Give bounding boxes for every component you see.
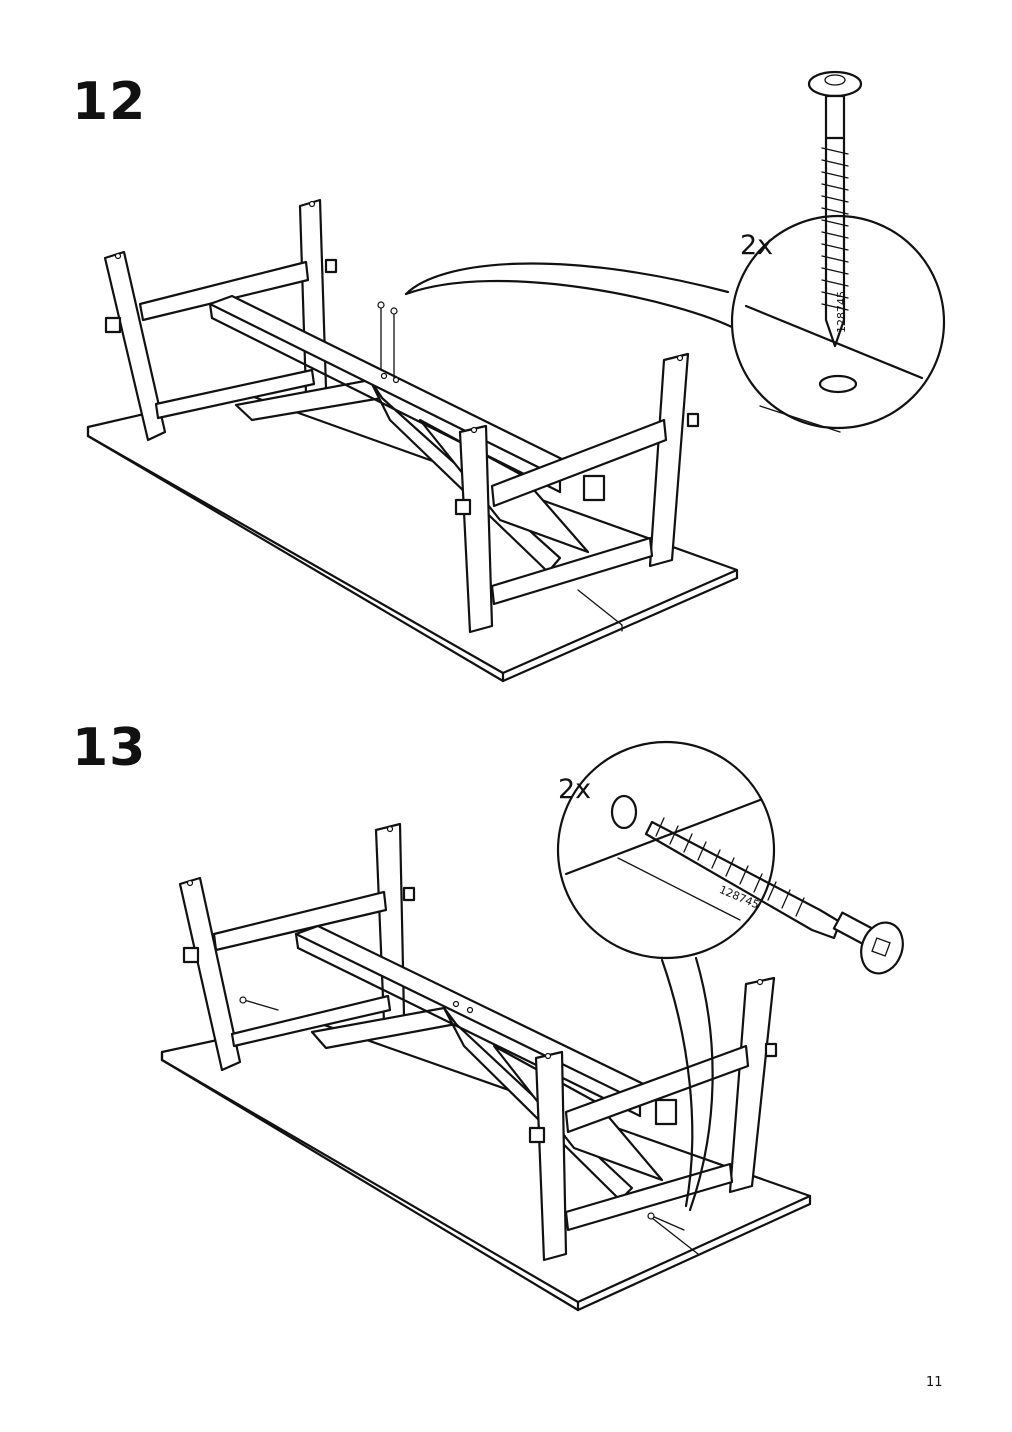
quantity-label: 2x	[740, 230, 774, 261]
screw-pair	[239, 996, 685, 1231]
screw-icon	[807, 70, 863, 348]
tabletop	[86, 390, 739, 683]
screw-icon	[644, 817, 904, 975]
quantity-label: 2x	[558, 774, 592, 805]
detail-callout	[404, 70, 946, 433]
long-beam	[294, 924, 662, 1118]
detail-callout	[556, 740, 904, 1212]
front-frame	[528, 976, 778, 1262]
long-beam	[208, 294, 582, 494]
front-frame	[454, 352, 700, 634]
step-number-13: 13	[72, 718, 147, 778]
step-number-12: 12	[72, 72, 147, 132]
screw-pair	[377, 301, 398, 379]
page-number: 11	[926, 1375, 943, 1390]
step-12-illustration	[86, 70, 946, 683]
